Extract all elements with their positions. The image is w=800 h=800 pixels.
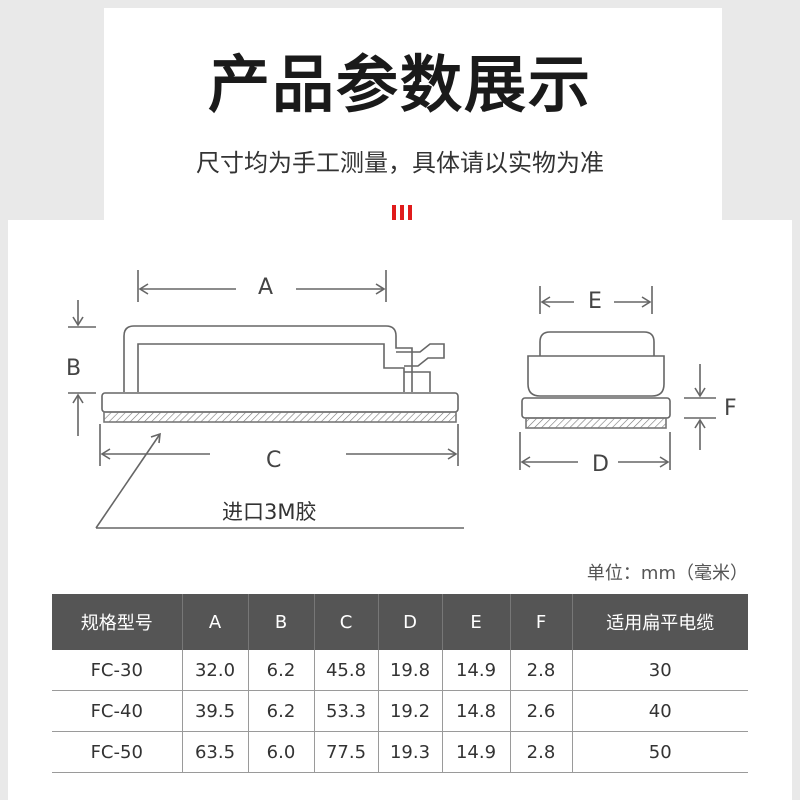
cell-b: 6.2 <box>247 650 314 691</box>
dim-b-arrow-top <box>72 316 84 327</box>
cell-c: 53.3 <box>313 690 378 732</box>
dim-label-e: E <box>588 289 602 314</box>
cell-a: 63.5 <box>181 731 248 773</box>
dim-d-arrow-right <box>659 456 670 468</box>
header-d: D <box>377 594 442 650</box>
table-row: FC-30 32.0 6.2 45.8 19.8 14.9 2.8 30 <box>52 650 748 691</box>
base-plate <box>101 392 459 413</box>
cell-f: 2.6 <box>509 690 572 732</box>
dim-f-arrow-top <box>694 387 706 398</box>
cell-a: 32.0 <box>181 650 248 691</box>
table-row: FC-50 63.5 6.0 77.5 19.3 14.9 2.8 50 <box>52 731 748 773</box>
clamp-outer <box>123 325 413 392</box>
dim-c-arrow-left <box>100 448 111 460</box>
cell-model: FC-40 <box>52 690 182 732</box>
header-model: 规格型号 <box>52 594 182 650</box>
cell-e: 14.9 <box>441 731 510 773</box>
front-view <box>519 286 716 470</box>
cell-cable: 50 <box>571 731 748 773</box>
front-base-plate <box>521 397 671 419</box>
header-cable: 适用扁平电缆 <box>571 594 748 650</box>
table-header-row: 规格型号 A B C D E F 适用扁平电缆 <box>52 594 748 650</box>
header-c: C <box>313 594 378 650</box>
latch-hook <box>404 371 431 392</box>
adhesive-layer <box>103 411 457 423</box>
clamp-inner <box>137 343 405 392</box>
header-f: F <box>509 594 572 650</box>
table-row: FC-40 39.5 6.2 53.3 19.2 14.8 2.6 40 <box>52 690 748 732</box>
dim-e-arrow-left <box>540 296 551 308</box>
dim-f-arrow-bottom <box>694 418 706 429</box>
dim-c-arrow-right <box>447 448 458 460</box>
product-dimension-diagram <box>68 270 716 529</box>
dim-label-c: C <box>266 448 282 473</box>
dim-label-f: F <box>724 396 737 421</box>
glue-leader-arrow <box>150 432 161 444</box>
cell-cable: 40 <box>571 690 748 732</box>
cell-f: 2.8 <box>509 650 572 691</box>
cell-cable: 30 <box>571 650 748 691</box>
glue-label: 进口3M胶 <box>222 500 317 524</box>
cell-a: 39.5 <box>181 690 248 732</box>
dim-label-d: D <box>592 452 609 477</box>
cell-b: 6.0 <box>247 731 314 773</box>
unit-label: 单位：mm（毫米） <box>586 563 748 584</box>
cell-d: 19.8 <box>377 650 442 691</box>
dim-label-a: A <box>258 275 274 300</box>
latch-tab <box>396 343 445 367</box>
glue-leader-diagonal <box>95 433 161 529</box>
cell-model: FC-30 <box>52 650 182 691</box>
dim-e-arrow-right <box>641 296 652 308</box>
cell-c: 77.5 <box>313 731 378 773</box>
front-top-cap <box>539 331 655 356</box>
page-subtitle: 尺寸均为手工测量，具体请以实物为准 <box>196 149 604 177</box>
cell-c: 45.8 <box>313 650 378 691</box>
cell-e: 14.8 <box>441 690 510 732</box>
cell-b: 6.2 <box>247 690 314 732</box>
front-body <box>527 355 665 397</box>
cell-d: 19.2 <box>377 690 442 732</box>
dim-a-arrow-right <box>375 283 386 295</box>
dim-d-arrow-left <box>520 456 531 468</box>
header-a: A <box>181 594 248 650</box>
front-adhesive-layer <box>525 417 667 429</box>
dim-a-arrow-left <box>138 283 149 295</box>
header-card <box>104 8 722 220</box>
dim-b-arrow-bottom <box>72 393 84 404</box>
header-e: E <box>441 594 510 650</box>
cell-f: 2.8 <box>509 731 572 773</box>
page-title: 产品参数展示 <box>207 48 592 121</box>
cell-d: 19.3 <box>377 731 442 773</box>
dim-label-b: B <box>66 356 82 381</box>
cell-e: 14.9 <box>441 650 510 691</box>
side-view <box>68 270 464 529</box>
cell-model: FC-50 <box>52 731 182 773</box>
header-b: B <box>247 594 314 650</box>
divider-mark-icon <box>392 205 412 225</box>
spec-table: 规格型号 A B C D E F 适用扁平电缆 FC-30 32.0 6.2 4… <box>52 594 748 773</box>
